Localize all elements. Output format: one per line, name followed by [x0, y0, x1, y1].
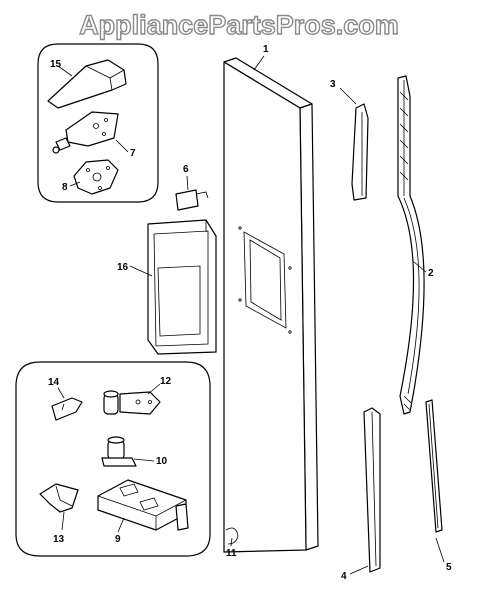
callout-16: 16	[117, 262, 129, 273]
hinge-hardware-inset: 14 12 10 13	[15, 361, 211, 557]
callout-11: 11	[226, 548, 237, 559]
hinge-pin-bottom-part	[101, 436, 137, 467]
handle-part	[397, 75, 425, 415]
bracket-upper-part	[51, 397, 83, 421]
hinge-cover-part	[47, 59, 127, 109]
door-stop-part	[225, 527, 239, 545]
callout-8: 8	[62, 182, 68, 193]
callout-10: 10	[156, 456, 168, 467]
door-seal-strip-part	[425, 399, 443, 533]
switch-part	[175, 189, 209, 211]
handle-trim-top-part	[351, 103, 369, 201]
hinge-pin-top-part	[103, 390, 161, 415]
hinge-parts-inset: 15 7 8	[37, 43, 159, 203]
hinge-top-bracket-part	[52, 111, 119, 154]
dispenser-panel-part	[147, 219, 217, 355]
bracket-lower-part	[39, 483, 79, 513]
bottom-hinge-bracket-part	[97, 479, 189, 531]
callout-2: 2	[428, 268, 434, 279]
callout-4: 4	[341, 571, 347, 582]
callout-14: 14	[48, 377, 60, 388]
callout-12: 12	[160, 376, 172, 387]
callout-7: 7	[130, 148, 136, 159]
callout-5: 5	[446, 562, 452, 573]
callout-15: 15	[50, 59, 62, 70]
door-part	[223, 57, 319, 553]
callout-3: 3	[330, 79, 336, 90]
callout-6: 6	[183, 164, 189, 175]
callout-13: 13	[53, 534, 65, 545]
callout-1: 1	[263, 44, 269, 55]
watermark: AppliancePartsPros.com	[79, 10, 399, 40]
handle-trim-bottom-part	[363, 407, 381, 573]
callout-9: 9	[115, 534, 121, 545]
hinge-plate-part	[73, 159, 119, 195]
